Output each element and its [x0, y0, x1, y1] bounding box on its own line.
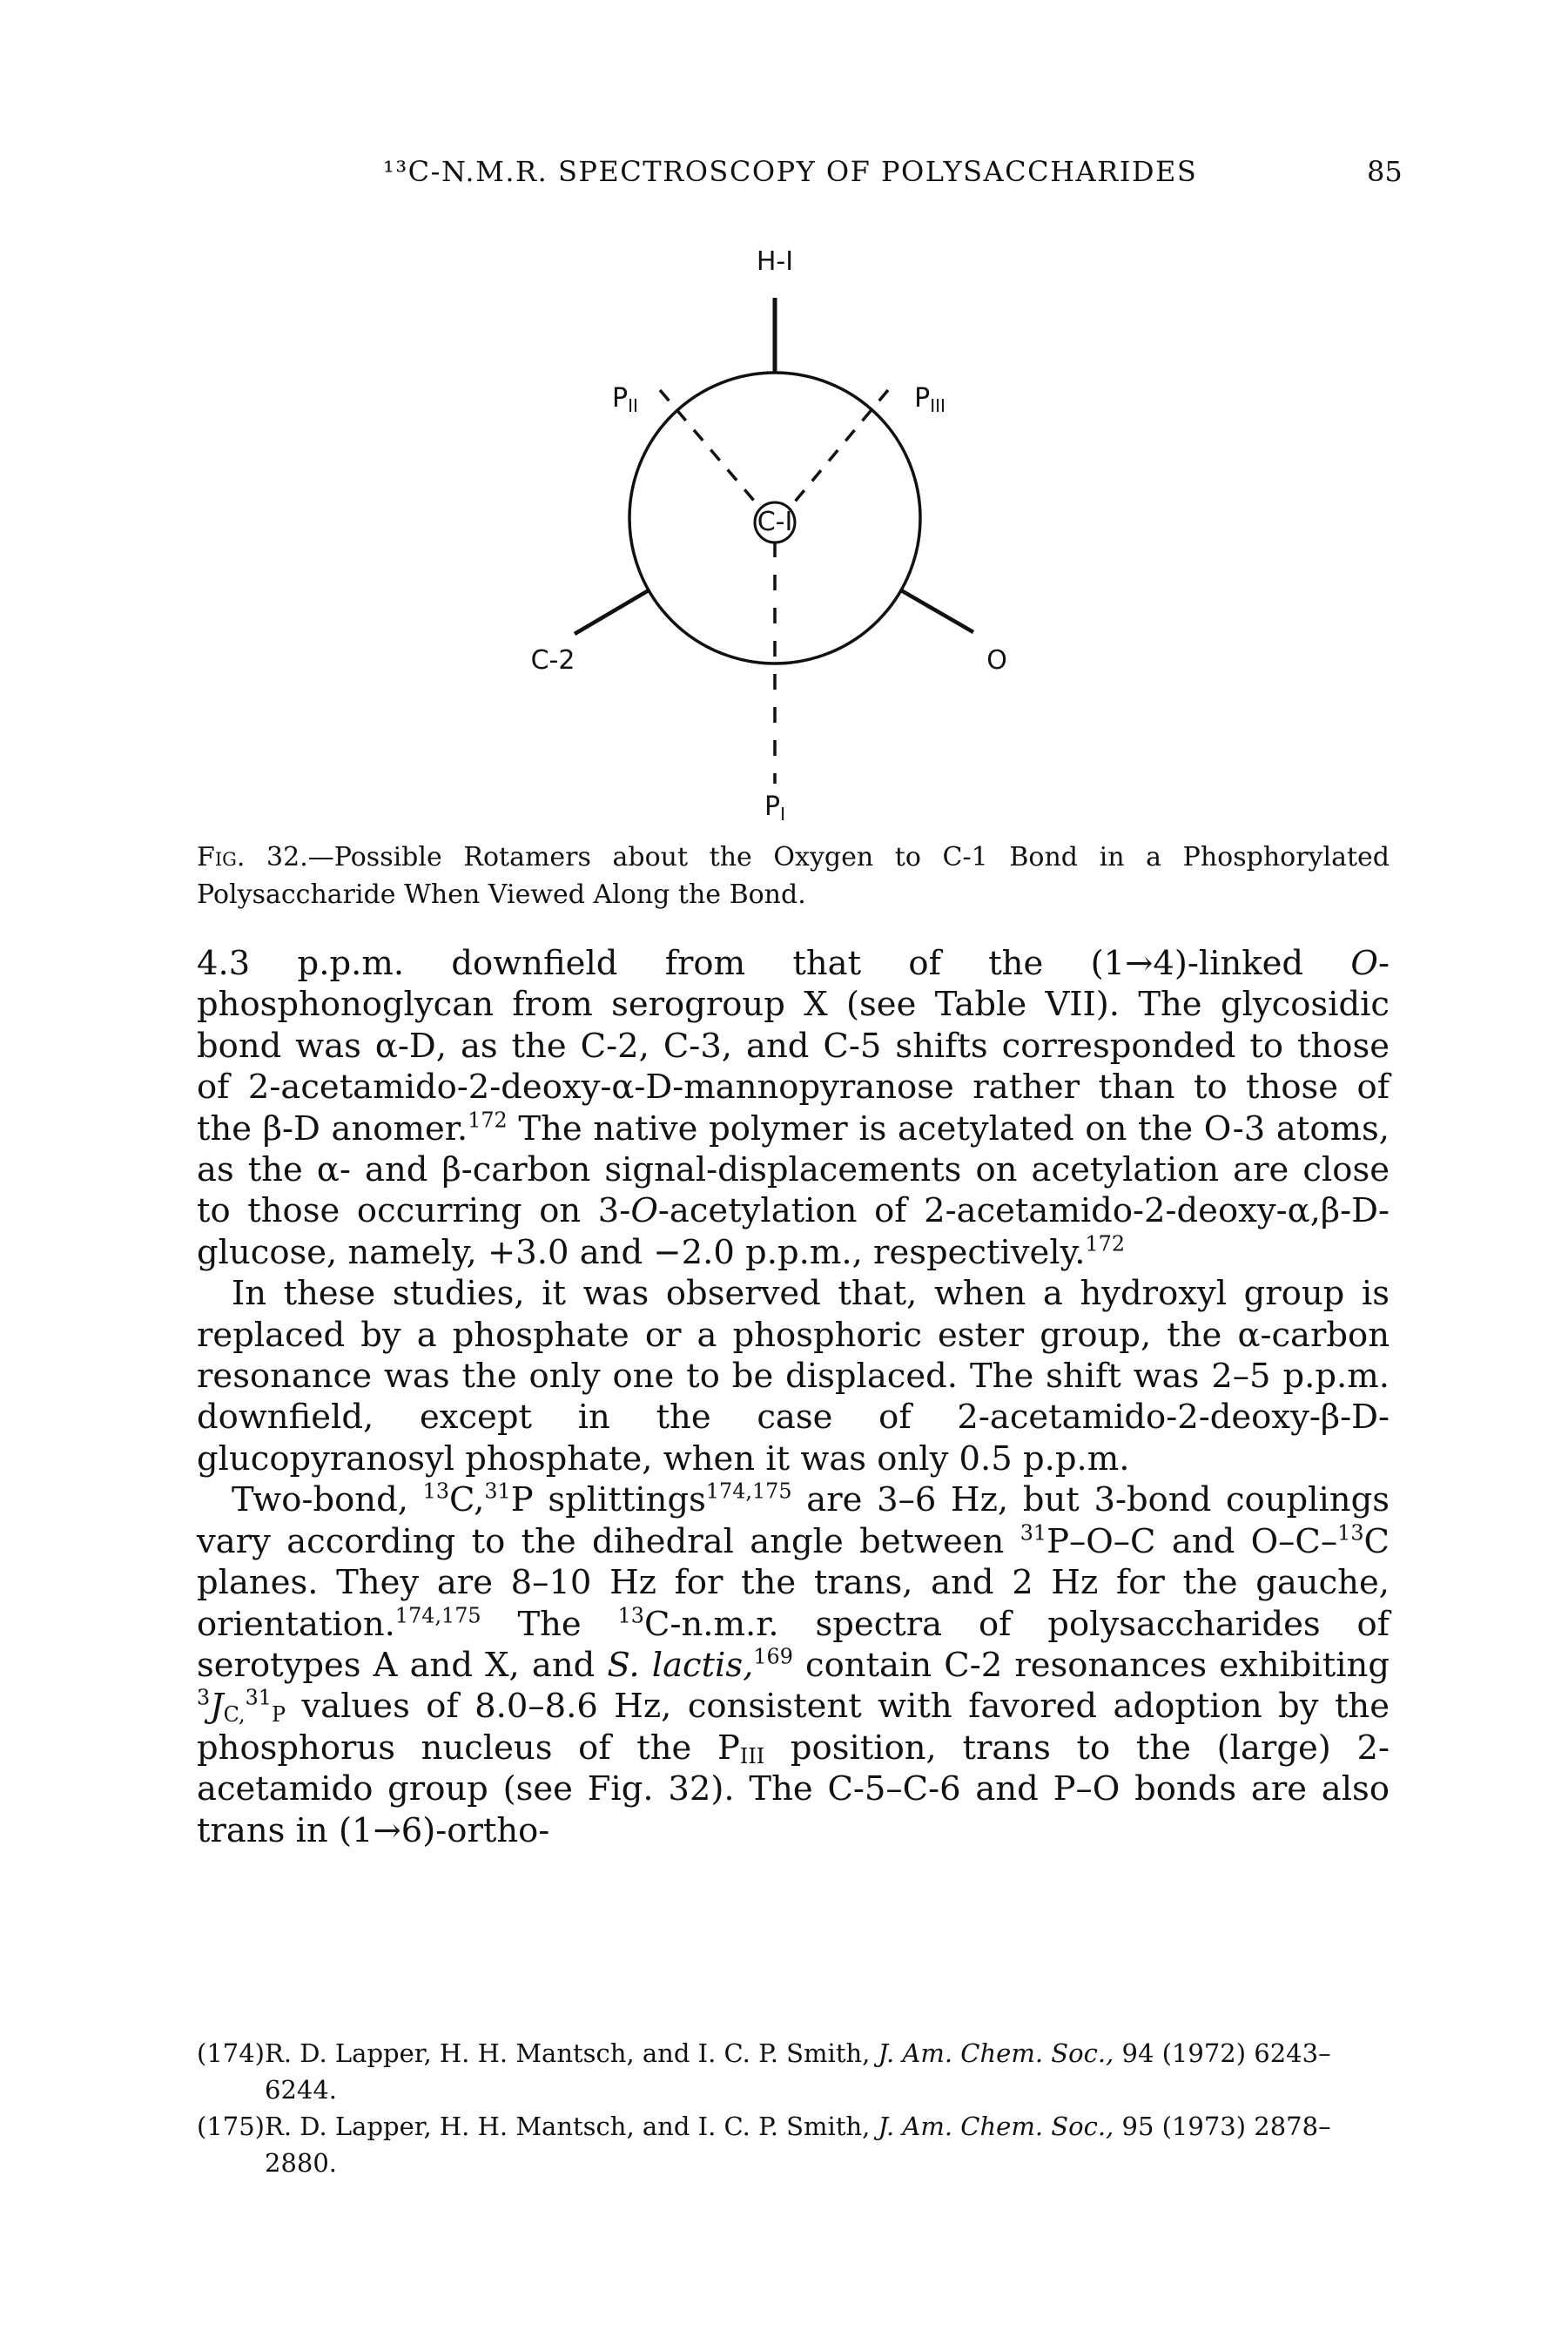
citation: 172	[468, 1108, 508, 1133]
label-o: O	[986, 645, 1007, 676]
citation: 169	[753, 1644, 793, 1669]
footnote-text: R. D. Lapper, H. H. Mantsch, and I. C. P…	[265, 2112, 1331, 2178]
label-c1: C-I	[757, 507, 793, 537]
footnote-number: (174)	[197, 2038, 265, 2068]
label-h1: H-I	[757, 246, 793, 277]
running-head: ¹³C-N.M.R. SPECTROSCOPY OF POLYSACCHARID…	[383, 155, 1198, 188]
paragraph-1: 4.3 p.p.m. downfield from that of the (1…	[197, 944, 1390, 1272]
o-bond	[899, 589, 975, 634]
label-c2: C-2	[531, 645, 575, 676]
figure-32: H-I PII PIII C-I C-2 O PI	[435, 226, 1132, 836]
footnote-174: (174) R. D. Lapper, H. H. Mantsch, and I…	[197, 2035, 1390, 2108]
citation: 172	[1085, 1231, 1126, 1256]
c1-circle	[753, 501, 797, 544]
label-pi: PI	[764, 792, 785, 825]
paragraph-2: In these studies, it was observed that, …	[197, 1274, 1390, 1479]
figure-caption: Fig. 32.—Possible Rotamers about the Oxy…	[197, 839, 1390, 913]
body-text: 4.3 p.p.m. downfield from that of the (1…	[197, 943, 1390, 1851]
footnote-text: R. D. Lapper, H. H. Mantsch, and I. C. P…	[265, 2038, 1331, 2105]
caption-number: Fig. 32.	[197, 842, 308, 872]
c2-bond	[573, 589, 650, 636]
piii-dashed-bond	[789, 388, 890, 509]
page-number: 85	[1367, 155, 1403, 188]
citation: 174,175	[394, 1603, 481, 1628]
pii-dashed-bond	[658, 388, 761, 509]
label-pii: PII	[612, 383, 638, 416]
footnote-175: (175) R. D. Lapper, H. H. Mantsch, and I…	[197, 2108, 1390, 2181]
paragraph-3: Two-bond, 13C,31P splittings174,175 are …	[197, 1479, 1390, 1850]
citation: 174,175	[705, 1479, 792, 1504]
footnote-number: (175)	[197, 2112, 265, 2141]
newman-projection-diagram: H-I PII PIII C-I C-2 O PI	[531, 246, 1007, 825]
label-piii: PIII	[914, 383, 946, 416]
caption-text: —Possible Rotamers about the Oxygen to C…	[197, 842, 1390, 910]
footnotes: (174) R. D. Lapper, H. H. Mantsch, and I…	[197, 2035, 1390, 2181]
